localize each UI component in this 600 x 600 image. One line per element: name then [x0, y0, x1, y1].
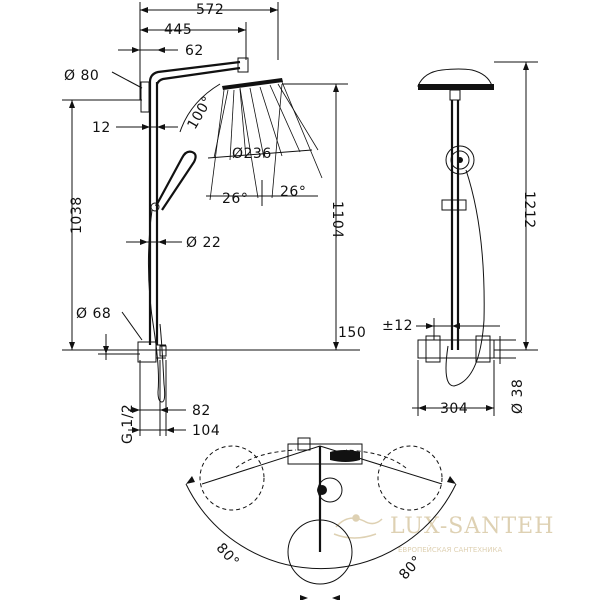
- mixer-body: [137, 341, 157, 363]
- dim-angle-80-right: 80°: [396, 553, 426, 583]
- mixer-top: [287, 443, 363, 465]
- front-rain-head: [417, 68, 493, 87]
- dim-angle-26-left: 26°: [222, 191, 248, 207]
- front-thermo-knob-right: [475, 335, 491, 363]
- dim-angle-26-right: 26°: [280, 184, 306, 200]
- front-rain-head-plate: [418, 84, 494, 90]
- mixer-top-handle: [330, 450, 360, 462]
- watermark-brand: LUX-SANTEH: [390, 514, 554, 539]
- front-slider: [441, 199, 467, 211]
- dim-304: 304: [440, 401, 468, 417]
- dim-angle-80-left: 80°: [213, 540, 243, 570]
- shower-arm-top: [148, 60, 241, 83]
- spray-pattern: [209, 81, 323, 201]
- dim-connection: G 1/2: [120, 404, 136, 444]
- front-view: ±12 1212 304 Ø 38: [382, 61, 538, 417]
- dim-62: 62: [185, 43, 204, 59]
- dim-dia-38: Ø 38: [510, 379, 526, 414]
- leader-80: [111, 71, 143, 89]
- hand-shower-top-center: [317, 485, 327, 495]
- hand-shower-holder: [150, 202, 160, 212]
- ghost-arm-right: [345, 449, 407, 469]
- dim-445: 445: [164, 22, 192, 38]
- dim-dia-68: Ø 68: [76, 306, 111, 322]
- ghost-arm-left: [235, 449, 297, 469]
- dim-dia-22: Ø 22: [186, 235, 221, 251]
- swivel-line-left: [201, 445, 321, 485]
- front-hose: [445, 169, 485, 387]
- rain-shower-head: [222, 78, 283, 90]
- side-view: 572 445 62 Ø 80 12 100° Ø236 26° 26° 103…: [62, 2, 366, 444]
- hand-shower: [155, 150, 197, 211]
- swivel-arc: [185, 483, 457, 570]
- leader-68: [121, 311, 143, 341]
- dim-12: 12: [92, 120, 111, 136]
- dim-1038: 1038: [69, 196, 85, 234]
- dim-1212: 1212: [521, 191, 537, 229]
- watermark: LUX-SANTEH ЕВРОПЕЙСКАЯ САНТЕХНИКА: [333, 514, 554, 554]
- dim-82: 82: [192, 403, 211, 419]
- mixer-top-knob: [297, 437, 311, 451]
- rain-head-top: [287, 519, 353, 585]
- mixer-outlet: [159, 345, 167, 357]
- ghost-head-right: [377, 445, 443, 511]
- watermark-tagline: ЕВРОПЕЙСКАЯ САНТЕХНИКА: [398, 545, 503, 554]
- front-thermo-knob-left: [425, 335, 441, 363]
- dim-pm12: ±12: [382, 318, 413, 334]
- shower-arm-bottom: [156, 66, 241, 85]
- arc-center-arrows: [300, 595, 340, 600]
- dim-104: 104: [192, 423, 220, 439]
- dim-572: 572: [196, 2, 224, 18]
- front-thermostat-bar: [417, 339, 495, 359]
- dim-dia-80: Ø 80: [64, 68, 99, 84]
- arc-100: [179, 83, 221, 133]
- head-connector: [237, 57, 249, 73]
- ghost-head-left: [199, 445, 265, 511]
- front-hand-shower-inner: [450, 150, 470, 170]
- front-head-joint: [449, 89, 461, 101]
- dim-150: 150: [338, 325, 366, 341]
- wall-bracket: [140, 81, 150, 113]
- dim-1104: 1104: [329, 201, 345, 239]
- front-hand-shower-center: [457, 157, 463, 163]
- dim-line-236: [207, 149, 313, 159]
- dim-dia-236: Ø236: [232, 146, 272, 162]
- watermark-logo: [333, 514, 383, 539]
- front-hand-shower: [445, 145, 475, 175]
- shower-hose: [147, 209, 166, 403]
